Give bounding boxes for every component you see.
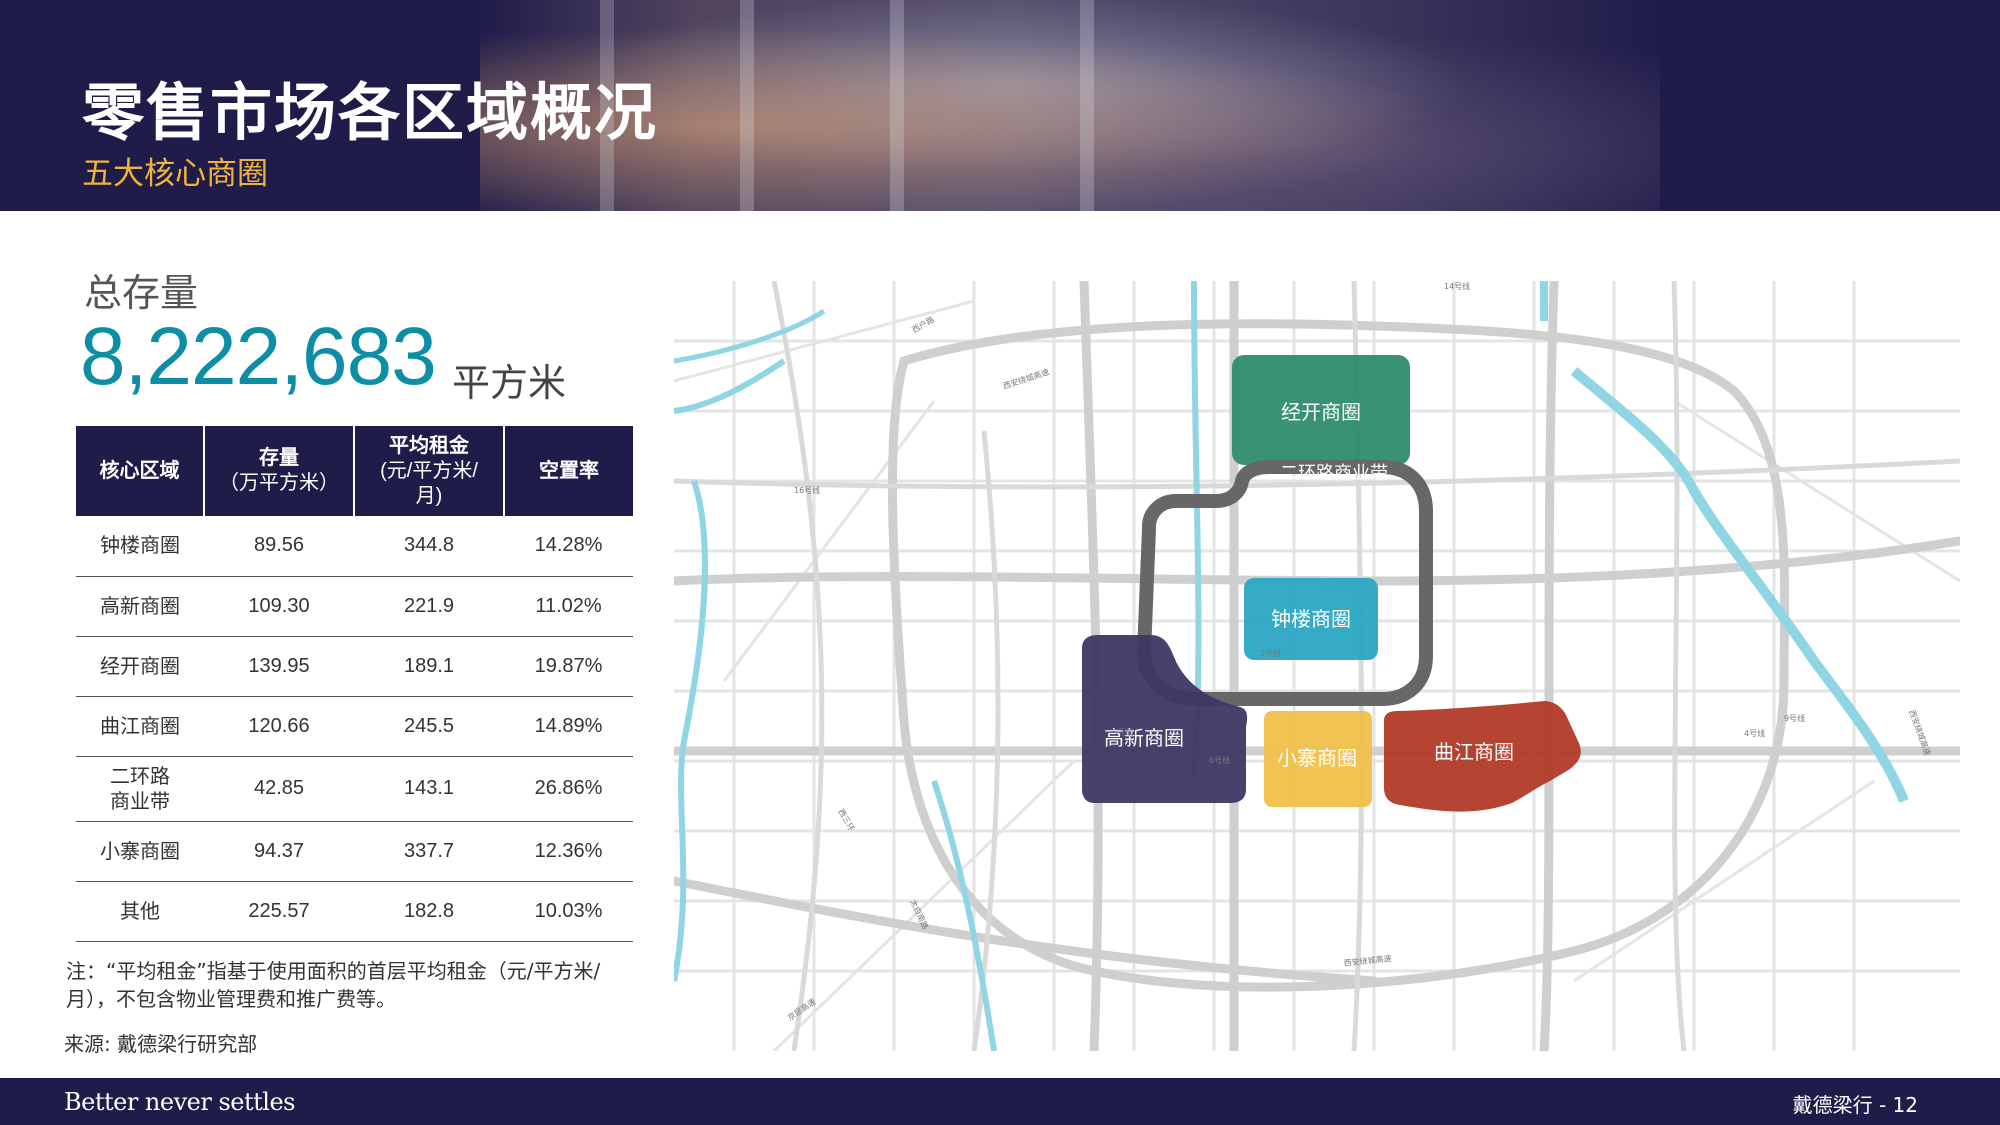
road-label: 4号线 [1744,728,1765,738]
cell-vacancy: 10.03% [504,881,633,942]
zone-gaoxin [1082,635,1248,803]
page-number: 戴德梁行 - 12 [1792,1093,1918,1117]
cell-area: 钟楼商圈 [76,516,204,577]
zone-label-ring-road: 二环路商业带 [1280,463,1388,484]
total-stock-label: 总存量 [84,271,199,315]
photo-light-streak [890,0,904,211]
cell-vacancy: 14.28% [504,516,633,577]
cell-stock: 225.57 [204,881,354,942]
table-row: 高新商圈 109.30 221.9 11.02% [76,576,633,637]
cell-stock: 109.30 [204,576,354,637]
photo-light-streak [600,0,614,211]
cell-rent: 182.8 [354,881,504,942]
cell-rent: 245.5 [354,696,504,757]
cell-vacancy: 12.36% [504,821,633,882]
footnote: 注：“平均租金”指基于使用面积的首层平均租金（元/平方米/月），不包含物业管理费… [66,959,601,1011]
cell-rent: 221.9 [354,576,504,637]
total-stock-value: 8,222,683 [80,311,437,402]
cell-rent: 189.1 [354,636,504,697]
road-label: 6号线 [1209,755,1230,765]
cell-vacancy: 19.87% [504,636,633,697]
cell-rent: 143.1 [354,756,504,822]
cell-area: 小寨商圈 [76,821,204,882]
road-label: 14号线 [1444,281,1470,291]
cell-area: 高新商圈 [76,576,204,637]
photo-light-streak [740,0,754,211]
table-header-row: 核心区域 存量（万平方米） 平均租金(元/平方米/月) 空置率 [76,426,633,516]
road-label: 9号线 [1784,713,1805,723]
table-row: 其他 225.57 182.8 10.03% [76,881,633,942]
column-header-area: 核心区域 [76,426,205,516]
header-photo [480,0,1660,211]
zone-label-qujiang: 曲江商圈 [1434,740,1514,764]
cell-stock: 139.95 [204,636,354,697]
road-label: 5号线 [1112,727,1133,737]
column-header-rent: 平均租金(元/平方米/月) [354,426,505,516]
cell-area: 二环路商业带 [76,756,204,822]
zone-label-xiaozhai: 小寨商圈 [1277,746,1357,770]
zone-qujiang [1384,701,1581,812]
cell-rent: 344.8 [354,516,504,577]
district-table: 核心区域 存量（万平方米） 平均租金(元/平方米/月) 空置率 钟楼商圈 89.… [76,426,633,942]
cell-stock: 120.66 [204,696,354,757]
page-title: 零售市场各区域概况 [82,76,659,149]
table-row: 经开商圈 139.95 189.1 19.87% [76,636,633,697]
footer-bar [0,1078,2000,1125]
cell-stock: 89.56 [204,516,354,577]
column-header-stock: 存量（万平方米） [204,426,355,516]
road-label: 2号线 [1260,648,1281,658]
cell-rent: 337.7 [354,821,504,882]
road-label: 16号线 [794,485,820,495]
total-stock-unit: 平方米 [452,361,567,405]
zone-label-zhonglou: 钟楼商圈 [1271,607,1351,631]
zone-xiaozhai [1264,711,1372,807]
cell-vacancy: 26.86% [504,756,633,822]
cell-area: 经开商圈 [76,636,204,697]
table-row: 钟楼商圈 89.56 344.8 14.28% [76,516,633,577]
zone-label-jingkai: 经开商圈 [1281,400,1361,424]
photo-light-streak [1080,0,1094,211]
table-row: 小寨商圈 94.37 337.7 12.36% [76,821,633,882]
footer-tagline: Better never settles [64,1088,295,1116]
page-subtitle: 五大核心商圈 [82,156,268,192]
header-banner: 零售市场各区域概况 五大核心商圈 [0,0,2000,211]
cell-area: 曲江商圈 [76,696,204,757]
cell-area: 其他 [76,881,204,942]
cell-vacancy: 14.89% [504,696,633,757]
table-row: 曲江商圈 120.66 245.5 14.89% [76,696,633,757]
city-map: 经开商圈 二环路商业带 钟楼商圈 高新商圈 小寨商圈 曲江商圈 西安绕城高速 西… [674,281,1960,1051]
zone-jingkai [1232,355,1410,465]
column-header-vacancy: 空置率 [504,426,633,516]
cell-vacancy: 11.02% [504,576,633,637]
cell-stock: 42.85 [204,756,354,822]
cell-stock: 94.37 [204,821,354,882]
zone-zhonglou [1244,578,1378,660]
table-row: 二环路商业带 42.85 143.1 26.86% [76,756,633,822]
source-note: 来源: 戴德梁行研究部 [64,1032,258,1056]
zone-label-gaoxin: 高新商圈 [1104,726,1184,750]
